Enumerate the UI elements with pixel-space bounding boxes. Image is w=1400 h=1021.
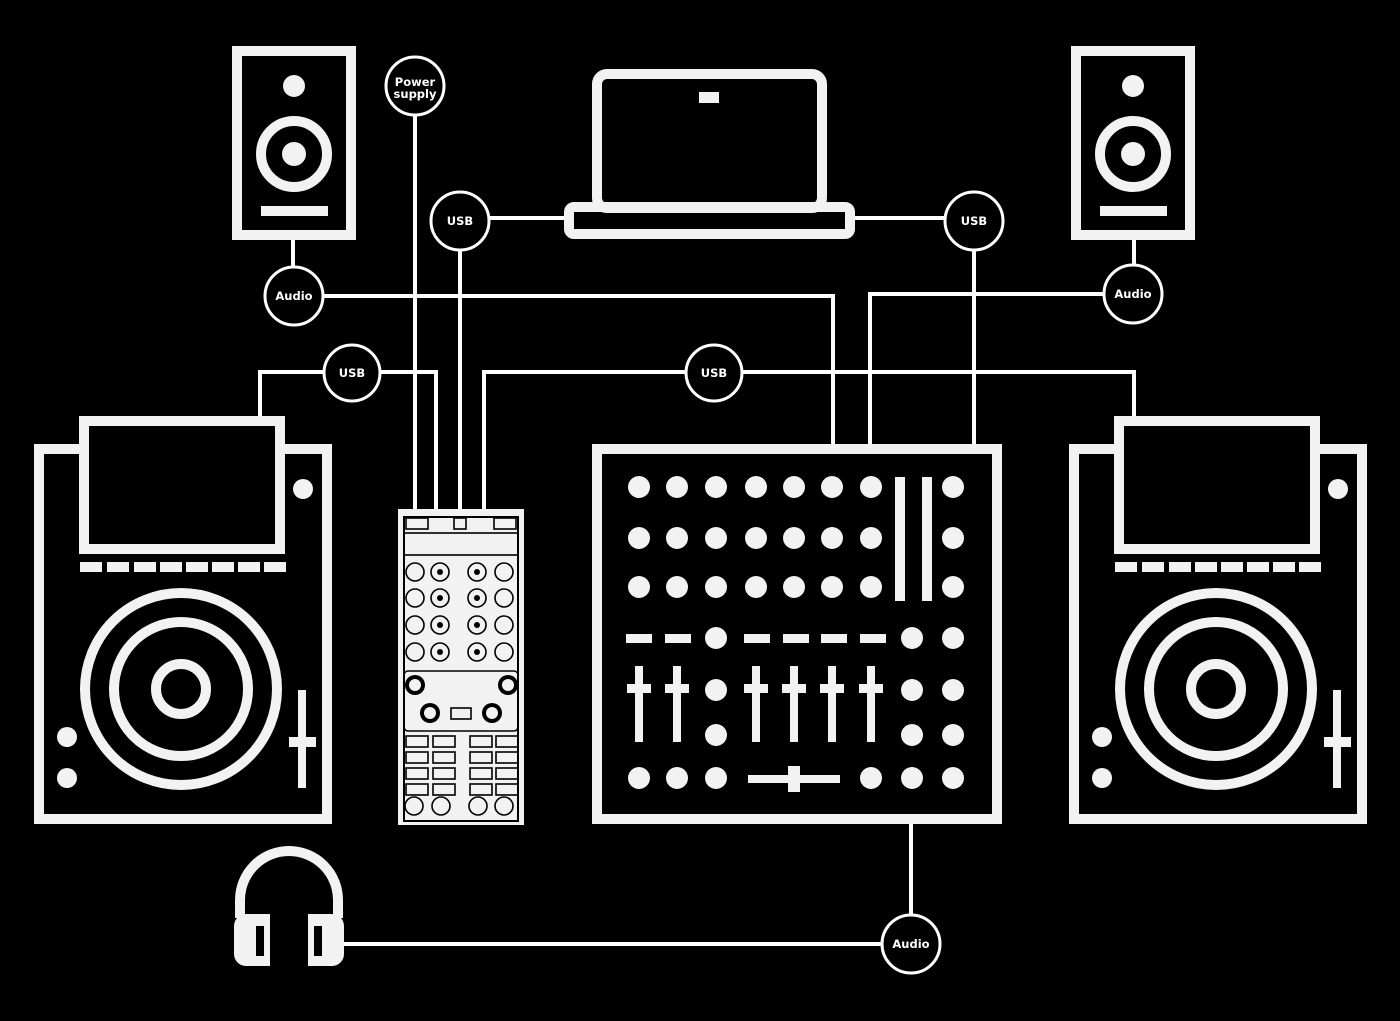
usb-text: USB [961, 214, 987, 228]
connection-lines [258, 116, 1136, 946]
speaker-left [232, 46, 356, 240]
audio-text: Audio [1114, 287, 1151, 301]
audio-label-left: Audio [263, 265, 325, 327]
power-supply-text-line2: supply [394, 87, 437, 101]
power-supply-text-line1: Power [395, 75, 436, 89]
cdj-deck-left [34, 416, 332, 824]
speaker-right [1071, 46, 1195, 240]
laptop [564, 69, 855, 239]
usb-text: USB [339, 366, 365, 380]
usb-text: USB [447, 214, 473, 228]
usb-text: USB [701, 366, 727, 380]
midi-controller [398, 509, 524, 825]
headphones [234, 846, 344, 966]
usb-label-left-top: USB [429, 190, 491, 252]
power-supply-label: Power supply [384, 55, 446, 117]
audio-text: Audio [892, 937, 929, 951]
audio-label-headphones: Audio [880, 913, 942, 975]
dj-mixer [592, 444, 1002, 824]
cdj-deck-right [1069, 416, 1367, 824]
audio-label-right: Audio [1102, 263, 1164, 325]
usb-label-right-top: USB [943, 190, 1005, 252]
usb-label-mid: USB [684, 343, 744, 403]
audio-text: Audio [275, 289, 312, 303]
usb-label-left-mid: USB [322, 343, 382, 403]
